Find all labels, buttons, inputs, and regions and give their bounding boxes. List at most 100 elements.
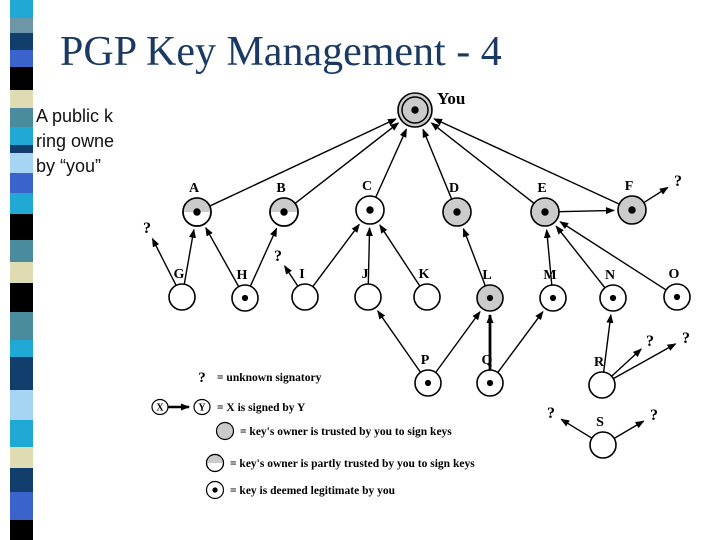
key-node-H: H — [231, 268, 259, 312]
key-label-O: O — [669, 267, 680, 282]
key-node-C: C — [355, 179, 385, 225]
legitimacy-dot — [486, 379, 494, 387]
stripe-segment — [10, 240, 33, 262]
signature-edge-B-You — [294, 122, 400, 204]
circle-gray-icon — [215, 421, 235, 441]
key-circle — [413, 283, 441, 311]
signature-edge-P-L — [435, 310, 481, 373]
signature-edge-Q-M — [497, 310, 544, 373]
key-label-M: M — [543, 268, 556, 283]
legend-row-1: X Y = X is signed by Y — [151, 398, 306, 416]
signature-edge-R-q4 — [611, 348, 642, 377]
legitimacy-dot — [366, 206, 374, 214]
unknown-signatory-mark: ? — [274, 248, 282, 265]
y-key-icon — [193, 398, 211, 416]
signature-edge-C-You — [375, 128, 408, 198]
signature-edge-M-E — [543, 228, 553, 286]
key-node-Q: Q — [476, 353, 504, 397]
unknown-signatory-mark: ? — [547, 405, 555, 422]
key-node-You: You — [397, 89, 465, 128]
body-text: A public k ring owne by “you” — [36, 104, 114, 179]
unknown-signatory-mark: ? — [674, 173, 682, 190]
stripe-segment — [10, 390, 33, 420]
key-label-S: S — [596, 415, 604, 430]
stripe-segment — [10, 312, 33, 340]
key-node-S: S — [589, 415, 617, 459]
key-circle-outline — [269, 197, 299, 227]
signature-edge-I-C — [312, 223, 360, 288]
legend-text: = X is signed by Y — [217, 402, 306, 414]
key-node-J: J — [354, 267, 382, 311]
legitimacy-dot — [673, 293, 681, 301]
key-circle — [589, 431, 617, 459]
qmark-icon: ? — [198, 370, 206, 386]
key-node-K: K — [413, 267, 441, 311]
half-fill — [206, 454, 224, 463]
unknown-signatory-mark: ? — [143, 220, 151, 237]
legitimacy-dot — [609, 294, 617, 302]
x-label: X — [156, 403, 164, 414]
key-node-D: D — [442, 181, 472, 227]
stripe-segment — [10, 127, 33, 145]
key-label-C: C — [362, 179, 372, 194]
key-label-P: P — [421, 353, 430, 368]
key-node-B: B — [269, 181, 299, 227]
key-label-F: F — [625, 179, 634, 194]
legend-row-2: = key's owner is trusted by you to sign … — [215, 421, 452, 441]
legend-text: = key's owner is partly trusted by you t… — [230, 458, 475, 470]
signature-edge-F-q3 — [643, 186, 669, 204]
signature-edge-H-B — [249, 227, 278, 287]
stripe-segment — [10, 18, 33, 33]
legend-text: = key's owner is trusted by you to sign … — [240, 426, 452, 438]
legitimacy-dot — [280, 208, 288, 216]
stripe-segment — [10, 357, 33, 390]
key-label-N: N — [605, 268, 615, 283]
signature-edge-F-You — [433, 118, 620, 205]
legend-row-3: = key's owner is partly trusted by you t… — [205, 453, 475, 473]
signature-edge-I-q2 — [284, 265, 299, 287]
unknown-signatory-mark: ? — [650, 407, 658, 424]
stripe-segment — [10, 283, 33, 312]
stripe-segment — [10, 340, 33, 357]
key-label-I: I — [299, 267, 304, 282]
edges — [151, 118, 677, 440]
key-label-E: E — [537, 181, 546, 196]
stripe-segment — [10, 447, 33, 468]
half-trust-fill — [183, 198, 211, 212]
key-label-Q: Q — [482, 353, 493, 368]
half-outline — [205, 453, 225, 473]
key-circle — [354, 283, 382, 311]
legitimacy-dot — [628, 206, 636, 214]
legitimacy-dot — [486, 294, 494, 302]
key-node-A: A — [182, 181, 212, 227]
key-circle-outline — [182, 197, 212, 227]
key-node-G: G — [168, 267, 196, 311]
legitimacy-dot — [411, 106, 419, 114]
key-label-A: A — [189, 181, 200, 196]
key-node-N: N — [599, 268, 627, 312]
decorative-stripe — [10, 0, 33, 540]
legend-text: = key is deemed legitimate by you — [230, 485, 396, 497]
key-label-J: J — [362, 267, 369, 282]
stripe-segment — [10, 262, 33, 283]
dot — [212, 487, 218, 493]
key-circle — [291, 283, 319, 311]
key-label-D: D — [449, 181, 459, 196]
y-label: Y — [198, 403, 206, 414]
signature-edge-S-q7 — [613, 420, 645, 440]
signature-edge-E-You — [430, 122, 535, 204]
legitimacy-dot — [549, 294, 557, 302]
signature-edge-P-J — [377, 310, 422, 373]
stripe-segment — [10, 420, 33, 447]
key-node-I: I — [291, 267, 319, 311]
legitimacy-dot — [541, 208, 549, 216]
legend-row-0: ?= unknown signatory — [198, 370, 321, 386]
body-line: A public k — [36, 106, 114, 126]
signature-edge-K-C — [379, 224, 421, 287]
key-label-R: R — [594, 355, 605, 370]
legend-row-4: = key is deemed legitimate by you — [205, 480, 396, 500]
key-label-K: K — [419, 267, 430, 282]
legitimacy-dot — [453, 208, 461, 216]
